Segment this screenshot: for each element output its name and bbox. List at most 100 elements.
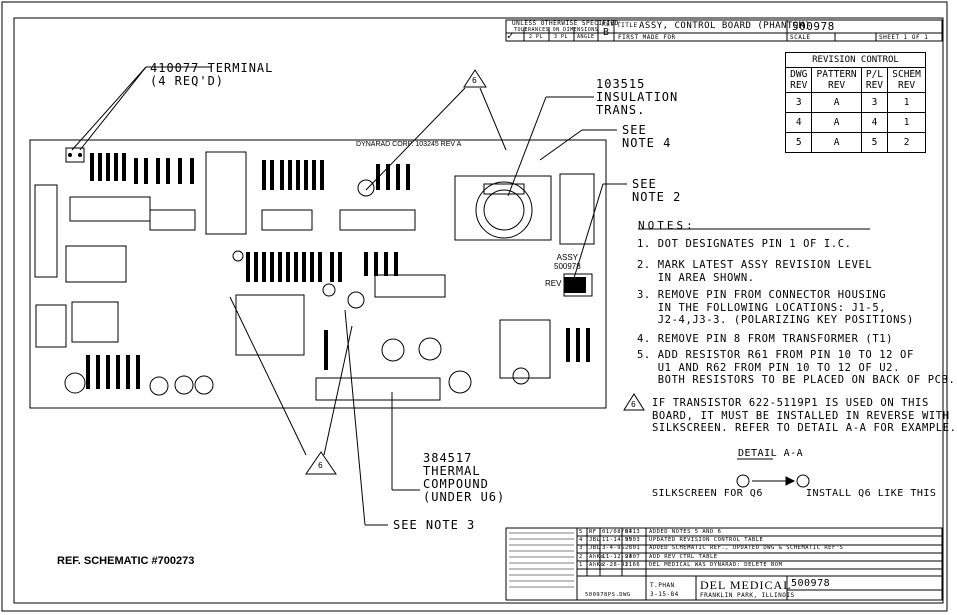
terminal-block [65,147,85,163]
history-col-desc: ADDED NOTES 5 AND 6 UPDATED REVISION CON… [649,528,843,569]
note-4: 4. REMOVE PIN 8 FROM TRANSFORMER (T1) [637,333,894,345]
history-col-rev: 5 4 3 2 1 [579,528,583,569]
flag-triangles [305,69,645,475]
detail-left-label: SILKSCREEN FOR Q6 [652,488,763,499]
board-maker: DYNARAD CORP. 103245 REV A [356,141,462,148]
table-row: 5 A 5 2 [784,132,926,153]
history-rev: 4 [579,537,583,544]
history-rev: 1 [579,561,583,568]
sheet-label: SHEET 1 OF 1 [879,34,929,41]
flag-6-bottom: 6 [318,461,324,470]
col-pattern-rev: PATTERN REV [811,67,862,93]
cell: A [811,132,862,153]
history-ecn: 2801 [625,545,641,552]
detail-title: DETAIL A-A [738,448,804,459]
history-rev: 5 [579,529,583,535]
history-date: 11-12-93 [602,553,633,560]
history-col-ecn: 6413 3903 2801 2407 1166 [625,528,640,569]
leader-lines [71,66,870,526]
cell: 3 [784,92,813,113]
col-schem-rev: SCHEM REV [887,67,926,93]
resistor-rows [86,153,590,389]
history-part-number: 500978 [791,578,831,589]
note-1: 1. DOT DESIGNATES PIN 1 OF I.C. [637,238,852,250]
board-rev: REV [545,279,562,288]
history-by: AhKo [589,553,605,560]
drawing-title: ASSY, CONTROL BOARD (PHANTOM) [639,21,811,31]
transformer [475,181,533,239]
cell: 5 [860,132,889,153]
detail-symbols [736,458,810,488]
assy-rev-mark [564,277,586,293]
see-note-3-callout: SEE NOTE 3 [393,518,476,532]
history-desc: ADD REV CTRL TABLE [649,553,718,560]
history-block [505,527,943,601]
insulation-callout: 103515 INSULATION TRANS. [596,77,679,117]
col-pl-rev: P/L REV [860,67,889,93]
first-made-for: FIRST MADE FOR [618,34,676,41]
cell: 5 [784,132,813,153]
history-by: JBL [589,537,601,544]
pcb-outline [29,139,607,409]
table-row: 4 A 4 1 [784,112,926,133]
note-2: 2. MARK LATEST ASSY REVISION LEVEL IN AR… [637,259,873,284]
scale-label: SCALE [790,34,811,41]
history-rev: 2 [579,553,583,560]
drawn-by: T.PHAN [650,582,675,589]
company-city: FRANKLIN PARK, ILLINOIS [700,592,795,599]
history-by: AhKo [589,561,605,568]
history-desc: UPDATED REVISION CONTROL TABLE [649,537,764,544]
part-number: 500978 [792,20,835,33]
cad-file: 500978PS.DWG [585,592,631,598]
table-row: 3 A 3 1 [784,92,926,113]
unless-specified: UNLESS OTHERWISE SPECIFIED [512,20,619,27]
notes-heading: NOTES: [638,219,696,232]
history-rev: 3 [579,545,583,552]
note-6: IF TRANSISTOR 622-5119P1 IS USED ON THIS… [652,397,957,434]
check-mark: ✓ [507,29,514,42]
board-assy: ASSY 500978 [554,253,581,271]
tol-angle: ANGLE [577,34,595,40]
revision-control-heading: REVISION CONTROL [785,52,926,68]
cell: 4 [860,112,889,133]
tolerances-label: TOLERANCES ON DIMENSIONS [514,27,599,33]
title-label: TITLE [617,22,638,29]
history-desc: ADDED NOTES 5 AND 6 [649,529,722,535]
ic-rows [65,196,446,298]
cell: 3 [860,92,889,113]
revision-control-table: REVISION CONTROL DWG REV PATTERN REV P/L… [784,52,926,153]
note-3: 3. REMOVE PIN FROM CONNECTOR HOUSING IN … [637,289,914,326]
note-5: 5. ADD RESISTOR R61 FROM PIN 10 TO 12 OF… [637,349,956,386]
drawn-date: 3-15-84 [650,591,679,598]
tol-3pl: 3 PL [554,34,569,40]
history-ecn: 2407 [625,553,641,560]
history-date: 3-4-95 [602,545,625,552]
ref-schematic: REF. SCHEMATIC #700273 [57,555,195,567]
history-ecn: 6413 [625,529,641,535]
company-name: DEL MEDICAL [700,578,792,592]
history-date: 11-14-95 [602,537,633,544]
history-ecn: 1166 [625,561,641,568]
capacitors [64,179,530,396]
history-date: 2-28-92 [602,561,629,568]
history-ecn: 3903 [625,537,641,544]
history-date: 01/08/97 [602,529,633,535]
rev-value: B [603,27,610,38]
tol-2pl: 2 PL [529,34,544,40]
cell: 1 [887,92,926,113]
cell: A [811,92,862,113]
history-desc: DEL MEDICAL WAS DYNARAD: DELETE BOM [649,561,783,568]
history-by: JBL [589,545,601,552]
history-col-by: RF JBL JBL AhKo AhKo [589,528,604,569]
col-dwg-rev: DWG REV [784,67,813,93]
history-desc: ADDED SCHEMATIC REF., UPDATED DWG & SCHE… [649,545,844,552]
detail-right-label: INSTALL Q6 LIKE THIS [806,488,937,499]
flag-6-note: 6 [631,400,637,409]
cell: 1 [887,112,926,133]
title-block-top [505,19,943,42]
cell: 4 [784,112,813,133]
thermal-callout: 384517 THERMAL COMPOUND (UNDER U6) [423,451,506,504]
see-note-2-callout: SEE NOTE 2 [632,177,682,204]
terminal-callout: 410077 TERMINAL (4 REQ'D) [150,61,274,88]
history-col-date: 01/08/97 11-14-95 3-4-95 11-12-93 2-28-9… [602,528,633,569]
